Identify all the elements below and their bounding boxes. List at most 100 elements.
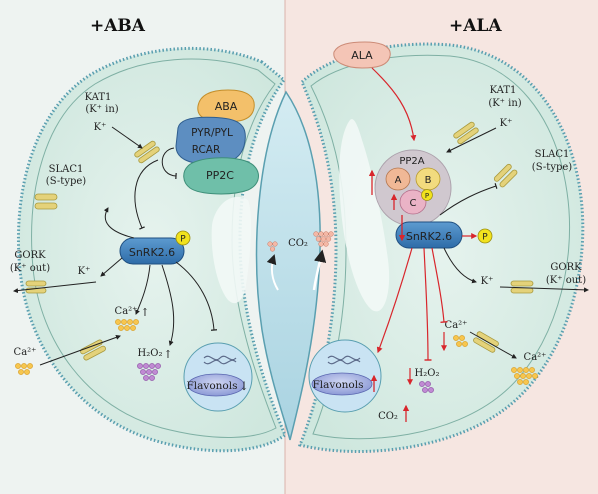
kat1-channel-right xyxy=(453,121,479,145)
co2-right-label: CO₂ xyxy=(378,411,398,422)
ca-in-left-dots xyxy=(115,319,139,331)
snrk-to-slac1-left xyxy=(103,207,135,239)
dna-left-icon-2 xyxy=(203,359,237,365)
pp2a-sub-c xyxy=(399,189,427,215)
ca-in-left-label: Ca²⁺ xyxy=(115,306,138,317)
kat1-channel-left xyxy=(134,140,160,164)
right-panel-title: +ALA xyxy=(449,16,502,36)
snrk-inhibit-flavonols-left xyxy=(175,261,218,331)
snrk-to-ca-left xyxy=(135,264,151,315)
receptor-inhibit-pp2c xyxy=(161,147,177,180)
phospho-c xyxy=(421,189,433,201)
kat1-label-right: KAT1 xyxy=(490,85,517,96)
gork-label-left: GORK xyxy=(14,250,46,261)
kat1-sub-left: (K⁺ in) xyxy=(85,104,118,115)
pp2a-sub-a xyxy=(385,167,411,191)
k-plus-top-right: K⁺ xyxy=(500,118,513,129)
receptor-label-1: PYR/PYL xyxy=(191,127,233,139)
k-plus-gork-right: K⁺ xyxy=(481,276,494,287)
phospho-left-label: P xyxy=(180,235,186,245)
phospho-right-label: P xyxy=(482,233,488,243)
ala-shape xyxy=(333,41,391,69)
co2-center-flow-left xyxy=(266,254,279,291)
ca-in-left-up: ↑ xyxy=(140,306,149,319)
ca-in-right-dots xyxy=(453,335,468,347)
h2o2-left-up: ↑ xyxy=(163,348,172,361)
gork-arrow-left xyxy=(13,281,97,294)
k-plus-gork-left: K⁺ xyxy=(78,266,91,277)
h2o2-right-dots xyxy=(419,381,434,393)
kat1-arrow-right xyxy=(446,127,497,153)
ca-out-left-label: Ca²⁺ xyxy=(14,347,37,358)
stomatal-pore xyxy=(255,90,321,441)
gork-arrow-right xyxy=(499,286,589,293)
phospho-left xyxy=(175,230,191,246)
flavonols-left-label: Flavonols xyxy=(187,380,238,392)
gork-sub-right: (K⁺ out) xyxy=(546,275,586,286)
snrk-to-gork-right xyxy=(443,247,477,284)
ca-out-left-dots xyxy=(15,363,33,375)
pp2c-inhibit-snrk-left xyxy=(134,159,159,230)
flavonols-left-body xyxy=(187,373,245,397)
h2o2-left-label: H₂O₂ xyxy=(138,348,163,359)
ca-in-right-label: Ca²⁺ xyxy=(445,320,468,331)
slac1-channel-right xyxy=(493,163,518,188)
flavonols-left-down: ↓ xyxy=(239,379,249,393)
dna-left-icon xyxy=(203,355,237,361)
flavonols-right-label: Flavonols xyxy=(313,379,364,391)
kat1-label-left: KAT1 xyxy=(85,92,112,103)
co2-center-flow-right xyxy=(312,249,327,291)
snrk-label-left: SnRK2.6 xyxy=(129,246,175,259)
right-vacuole xyxy=(339,119,390,312)
left-vacuole xyxy=(211,196,252,304)
dna-right-icon xyxy=(327,355,361,361)
left-panel-title: +ABA xyxy=(90,16,146,36)
co2-center-left-dots xyxy=(267,241,278,252)
right-guard-cell-inner xyxy=(310,54,570,440)
kat1-arrow-left xyxy=(111,126,143,149)
pp2c-label: PP2C xyxy=(206,169,234,182)
flavonols-right-body xyxy=(311,372,373,396)
snrk-right xyxy=(395,221,463,249)
kat1-sub-right: (K⁺ in) xyxy=(488,98,521,109)
snrk-left xyxy=(119,237,185,265)
receptor-label-2: RCAR xyxy=(192,144,221,156)
dna-right-icon-2 xyxy=(327,359,361,365)
aba-label: ABA xyxy=(215,100,238,113)
snrk-to-ca-right xyxy=(431,247,448,324)
ca-efflux-arrow-right xyxy=(469,331,517,359)
slac1-channel-left xyxy=(34,193,58,210)
phospho-right xyxy=(477,228,493,244)
ca-influx-arrow-left xyxy=(39,335,121,366)
snrk-to-h2o2-right xyxy=(423,247,432,361)
slac1-label-right: SLAC1 xyxy=(535,149,570,160)
pp2a-sub-b-label: B xyxy=(425,175,432,186)
ca-out-right-label: Ca²⁺ xyxy=(524,352,547,363)
slac1-sub-right: (S-type) xyxy=(532,162,572,173)
snrk-to-h2o2-left xyxy=(161,264,175,346)
snrk-label-right: SnRK2.6 xyxy=(406,230,452,243)
k-plus-top-left: K⁺ xyxy=(94,122,107,133)
gork-channel-right xyxy=(510,280,534,294)
ala-label: ALA xyxy=(351,49,373,62)
pp2a-sub-a-label: A xyxy=(395,175,402,186)
co2-center-label: CO₂ xyxy=(288,238,308,249)
gork-sub-left: (K⁺ out) xyxy=(10,263,50,274)
snrk-to-gork-left xyxy=(100,257,123,277)
gork-label-right: GORK xyxy=(550,262,582,273)
h2o2-left-dots xyxy=(137,363,161,381)
pp2c-shape xyxy=(183,157,259,195)
snrk-to-flavonols-right xyxy=(376,247,413,354)
ca-out-right-dots xyxy=(511,367,538,385)
slac1-sub-left: (S-type) xyxy=(46,176,86,187)
ala-to-pp2a xyxy=(371,67,417,142)
pp2a-label: PP2A xyxy=(399,156,424,167)
co2-center-right-dots xyxy=(313,231,334,247)
h2o2-right-label: H₂O₂ xyxy=(415,368,440,379)
receptor-shape xyxy=(175,116,246,165)
inhibit-slac1-right xyxy=(439,182,498,216)
pp2a-sub-c-label: C xyxy=(410,198,417,209)
slac1-label-left: SLAC1 xyxy=(49,164,84,175)
phospho-c-label: P xyxy=(425,192,429,200)
